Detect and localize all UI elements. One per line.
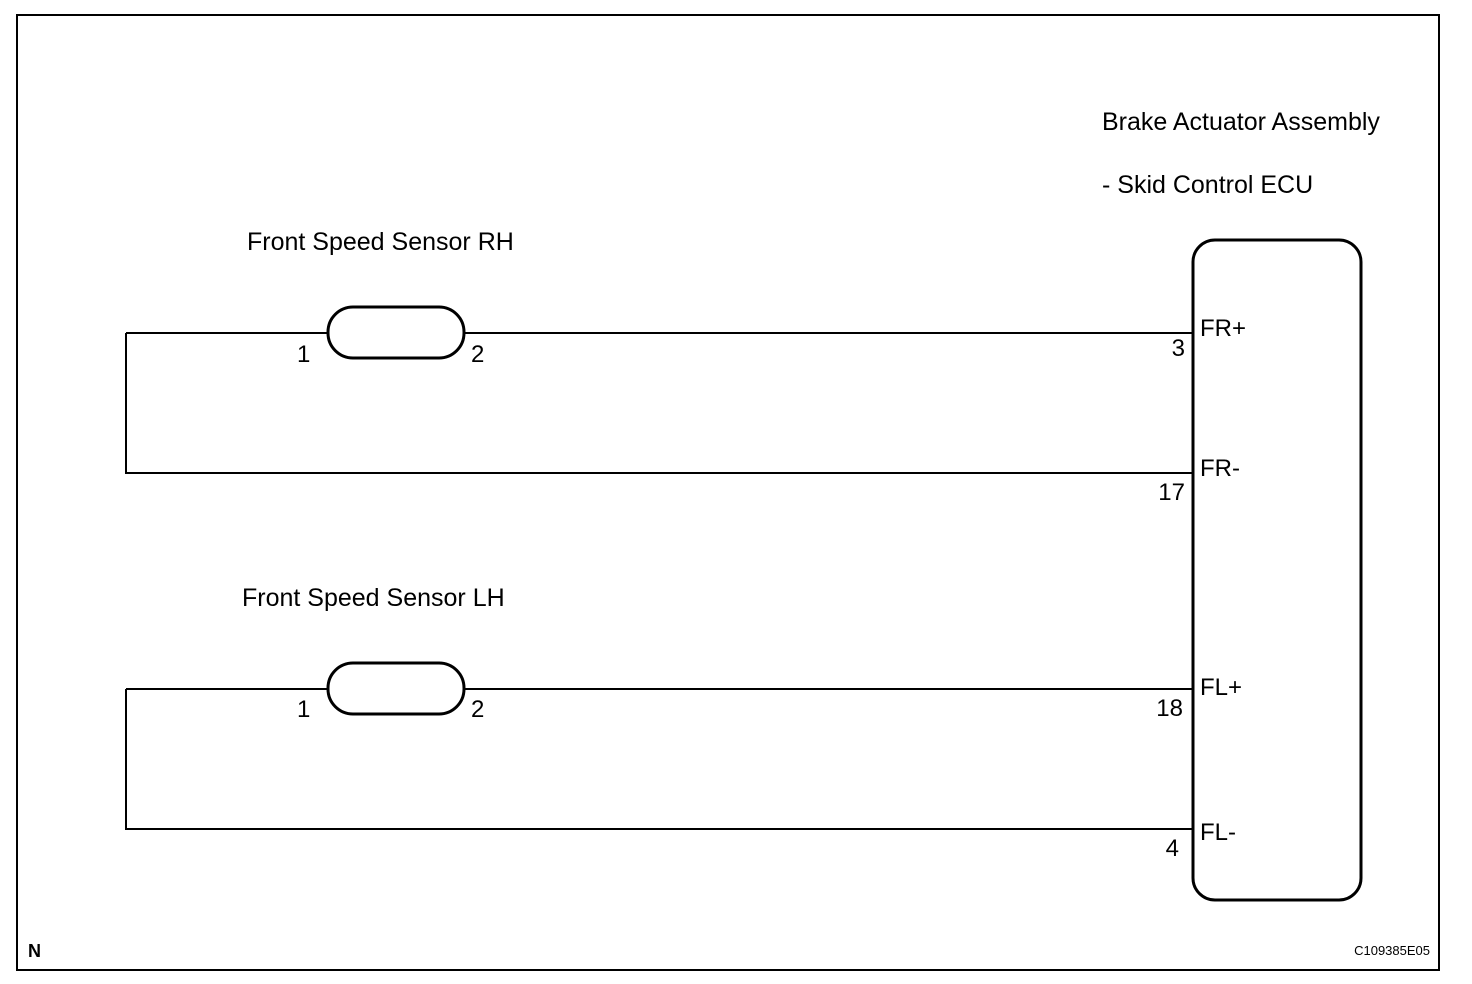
sensor-rh-pin-1: 1: [297, 341, 310, 368]
sensor-lh-body: [326, 661, 466, 716]
wire-fr-minus: [125, 333, 1193, 474]
ecu-block: [1191, 238, 1363, 902]
sensor-lh-label: Front Speed Sensor LH: [242, 584, 505, 612]
ecu-title-line1: Brake Actuator Assembly: [1102, 108, 1380, 136]
diagram-frame: [16, 14, 1440, 971]
ecu-pin-name-fr-minus: FR-: [1200, 455, 1240, 482]
ecu-pin-name-fl-minus: FL-: [1200, 819, 1236, 846]
sensor-lh-pin-2: 2: [471, 696, 484, 723]
ecu-pin-name-fr-plus: FR+: [1200, 315, 1246, 342]
sensor-lh-pin-1: 1: [297, 696, 310, 723]
wire-fl-minus: [125, 689, 1193, 830]
ecu-pin-number-fr-minus: 17: [1158, 479, 1185, 506]
ecu-pin-name-fl-plus: FL+: [1200, 674, 1242, 701]
ecu-pin-number-fl-minus: 4: [1166, 835, 1179, 862]
sensor-rh-body: [326, 305, 466, 360]
sensor-rh-pin-2: 2: [471, 341, 484, 368]
corner-letter: N: [28, 941, 41, 961]
figure-code: C109385E05: [1354, 943, 1430, 958]
sensor-rh-label: Front Speed Sensor RH: [247, 228, 514, 256]
ecu-pin-number-fl-plus: 18: [1156, 695, 1183, 722]
ecu-title-line2: - Skid Control ECU: [1102, 171, 1313, 199]
ecu-pin-number-fr-plus: 3: [1172, 335, 1185, 362]
